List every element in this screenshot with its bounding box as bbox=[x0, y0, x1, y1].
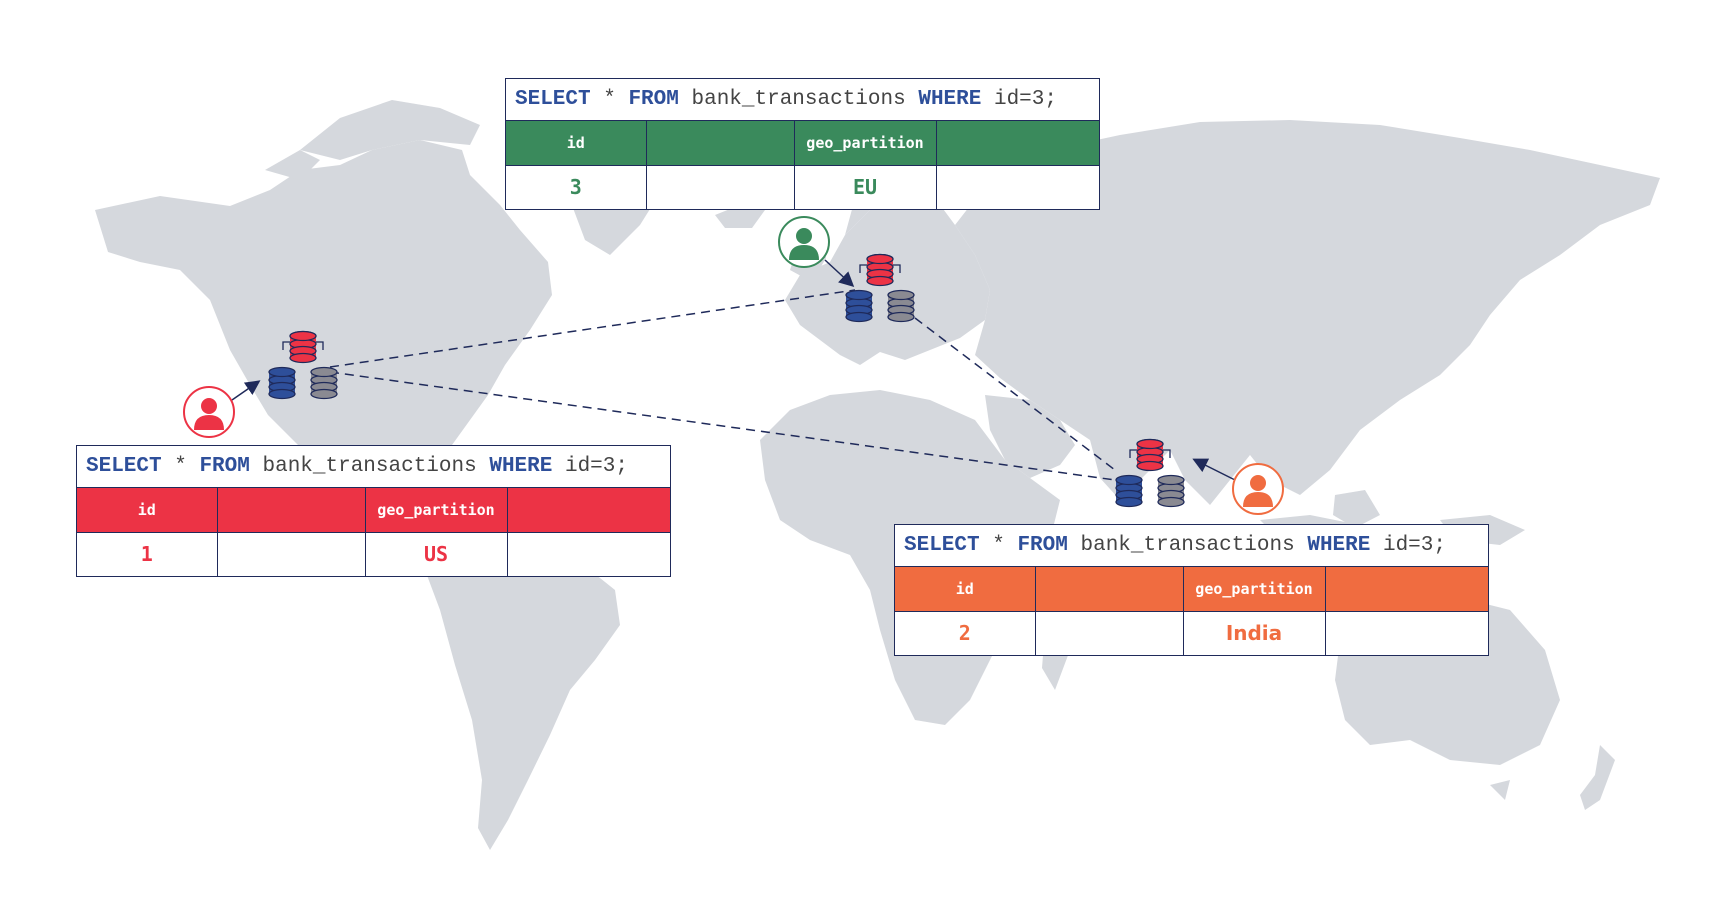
col-blank2-header bbox=[936, 121, 1099, 165]
sql-table-name: bank_transactions bbox=[1080, 534, 1295, 557]
col-id-header: id bbox=[506, 121, 647, 165]
new-zealand bbox=[1580, 745, 1615, 810]
result-table-us: id geo_partition 1 US bbox=[77, 488, 670, 576]
asia bbox=[955, 120, 1660, 505]
sql-condition: id=3; bbox=[993, 88, 1057, 111]
result-table-eu: id geo_partition 3 EU bbox=[506, 121, 1099, 209]
sql-condition: id=3; bbox=[564, 455, 628, 478]
sql-star: * bbox=[603, 88, 616, 111]
sql-star: * bbox=[174, 455, 187, 478]
geo-value: EU bbox=[794, 164, 937, 209]
header-row: id geo_partition bbox=[77, 488, 670, 532]
value-row: 3 EU bbox=[506, 164, 1099, 209]
replication-links bbox=[329, 289, 1116, 481]
header-row: id geo_partition bbox=[506, 121, 1099, 165]
user-icon-us bbox=[183, 386, 235, 438]
col-blank-header bbox=[1035, 567, 1184, 611]
link-us-india bbox=[329, 371, 1116, 481]
sql-condition: id=3; bbox=[1382, 534, 1446, 557]
sql-keyword-from: FROM bbox=[1017, 534, 1068, 557]
arrow-eu-user bbox=[824, 259, 855, 288]
sql-keyword-select: SELECT bbox=[86, 455, 162, 478]
geo-value: US bbox=[365, 531, 508, 576]
id-value: 2 bbox=[895, 610, 1036, 655]
user-arrows bbox=[231, 259, 1236, 481]
arrow-us-user bbox=[231, 380, 261, 401]
blank-cell bbox=[217, 531, 366, 576]
blank-cell bbox=[1035, 610, 1184, 655]
col-blank2-header bbox=[507, 488, 670, 532]
id-value: 1 bbox=[77, 531, 218, 576]
header-row: id geo_partition bbox=[895, 567, 1488, 611]
blank-cell bbox=[646, 164, 795, 209]
sql-keyword-select: SELECT bbox=[904, 534, 980, 557]
id-value: 3 bbox=[506, 164, 647, 209]
sql-query: SELECT * FROM bank_transactions WHERE id… bbox=[895, 525, 1488, 567]
sql-keyword-from: FROM bbox=[628, 88, 679, 111]
value-row: 1 US bbox=[77, 531, 670, 576]
blank-cell-2 bbox=[936, 164, 1099, 209]
link-us-eu bbox=[329, 289, 856, 368]
col-blank-header bbox=[217, 488, 366, 532]
sql-query: SELECT * FROM bank_transactions WHERE id… bbox=[77, 446, 670, 488]
borneo bbox=[1333, 490, 1380, 528]
sql-query: SELECT * FROM bank_transactions WHERE id… bbox=[506, 79, 1099, 121]
sql-keyword-select: SELECT bbox=[515, 88, 591, 111]
col-id-header: id bbox=[77, 488, 218, 532]
south-america bbox=[425, 530, 620, 850]
sql-table-name: bank_transactions bbox=[262, 455, 477, 478]
arrow-india-user bbox=[1192, 458, 1236, 481]
user-icon-eu bbox=[778, 216, 830, 268]
value-row: 2 India bbox=[895, 610, 1488, 655]
iceland bbox=[715, 205, 765, 228]
tasmania bbox=[1490, 780, 1510, 800]
arctic-islands bbox=[300, 100, 480, 160]
col-blank-header bbox=[646, 121, 795, 165]
col-geo-header: geo_partition bbox=[365, 488, 508, 532]
sql-table-name: bank_transactions bbox=[691, 88, 906, 111]
blank-cell-2 bbox=[1325, 610, 1488, 655]
query-box-us: SELECT * FROM bank_transactions WHERE id… bbox=[76, 445, 671, 577]
sql-keyword-where: WHERE bbox=[489, 455, 553, 478]
japan bbox=[1432, 285, 1470, 350]
query-box-eu: SELECT * FROM bank_transactions WHERE id… bbox=[505, 78, 1100, 210]
col-id-header: id bbox=[895, 567, 1036, 611]
sql-keyword-where: WHERE bbox=[1307, 534, 1371, 557]
geo-value: India bbox=[1183, 610, 1326, 655]
blank-cell-2 bbox=[507, 531, 670, 576]
sql-star: * bbox=[992, 534, 1005, 557]
database-cluster-icon-us bbox=[268, 330, 338, 400]
arabia bbox=[985, 395, 1075, 478]
col-blank2-header bbox=[1325, 567, 1488, 611]
arctic-island-2 bbox=[265, 150, 320, 180]
user-icon-india bbox=[1232, 463, 1284, 515]
col-geo-header: geo_partition bbox=[794, 121, 937, 165]
sql-keyword-from: FROM bbox=[199, 455, 250, 478]
query-box-india: SELECT * FROM bank_transactions WHERE id… bbox=[894, 524, 1489, 656]
link-eu-india bbox=[914, 317, 1116, 471]
result-table-india: id geo_partition 2 India bbox=[895, 567, 1488, 655]
col-geo-header: geo_partition bbox=[1183, 567, 1326, 611]
sql-keyword-where: WHERE bbox=[918, 88, 982, 111]
